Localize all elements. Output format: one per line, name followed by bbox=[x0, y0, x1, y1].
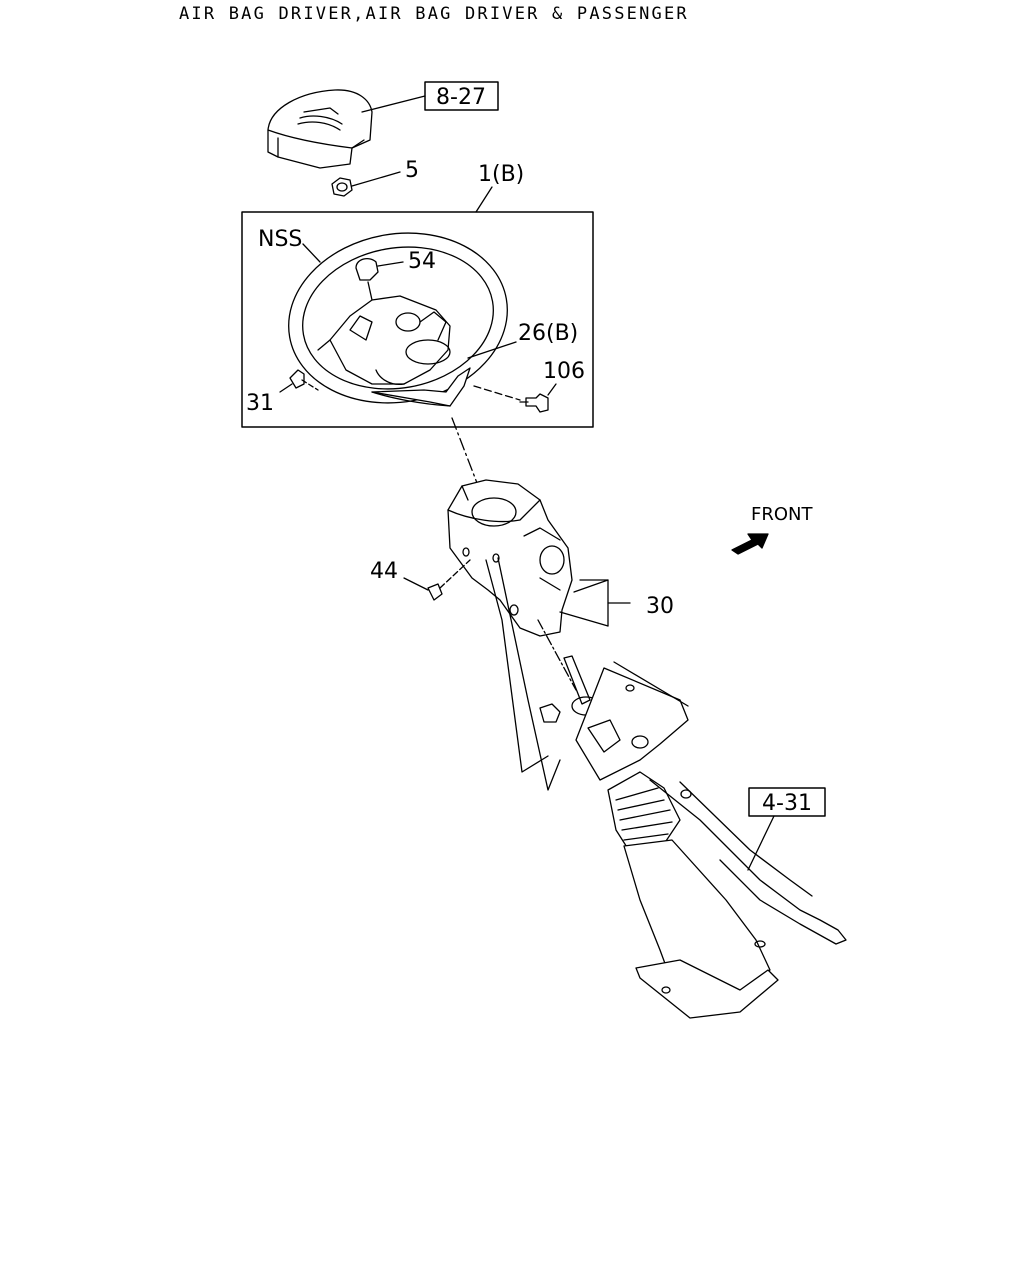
label-44: 44 bbox=[370, 559, 398, 584]
ref-label-4-31: 4-31 bbox=[762, 791, 812, 816]
screw-106 bbox=[519, 393, 549, 413]
label-106: 106 bbox=[543, 359, 585, 384]
label-26b: 26(B) bbox=[518, 321, 578, 346]
leader-cover-left bbox=[485, 559, 549, 773]
leader-8-27 bbox=[361, 95, 426, 113]
dash-31 bbox=[301, 379, 319, 391]
leader-4-31 bbox=[747, 815, 775, 871]
dash-44 bbox=[439, 559, 471, 589]
leader-1b bbox=[475, 186, 493, 213]
ref-box-8-27[interactable] bbox=[424, 81, 499, 111]
label-54: 54 bbox=[408, 249, 436, 274]
leader-44 bbox=[403, 577, 429, 591]
label-30: 30 bbox=[646, 594, 674, 619]
screw-44 bbox=[427, 583, 443, 601]
label-1b: 1(B) bbox=[478, 162, 524, 187]
front-label: FRONT bbox=[751, 504, 813, 525]
label-nss: NSS bbox=[258, 227, 302, 252]
ref-label-8-27: 8-27 bbox=[436, 85, 486, 110]
nut-5 bbox=[331, 177, 353, 197]
steering-wheel bbox=[288, 232, 508, 407]
ref-box-4-31[interactable] bbox=[748, 787, 826, 817]
leader-31 bbox=[279, 383, 293, 393]
leader-54 bbox=[377, 261, 404, 267]
front-arrow-icon bbox=[731, 533, 769, 555]
leader-106 bbox=[547, 383, 557, 396]
label-5: 5 bbox=[405, 158, 419, 183]
airbag-module-cover bbox=[267, 89, 373, 169]
leader-5 bbox=[351, 171, 401, 187]
steering-wheel-group-box bbox=[241, 211, 594, 428]
column-cover-30 bbox=[447, 479, 573, 637]
steering-column bbox=[539, 655, 847, 1019]
screw-31 bbox=[289, 369, 305, 389]
leader-26b bbox=[467, 341, 517, 359]
dash-106 bbox=[473, 385, 521, 401]
connector-54 bbox=[355, 257, 379, 301]
diagram-title: AIR BAG DRIVER,AIR BAG DRIVER & PASSENGE… bbox=[179, 4, 689, 24]
leader-nss bbox=[302, 243, 321, 263]
label-31: 31 bbox=[246, 391, 274, 416]
